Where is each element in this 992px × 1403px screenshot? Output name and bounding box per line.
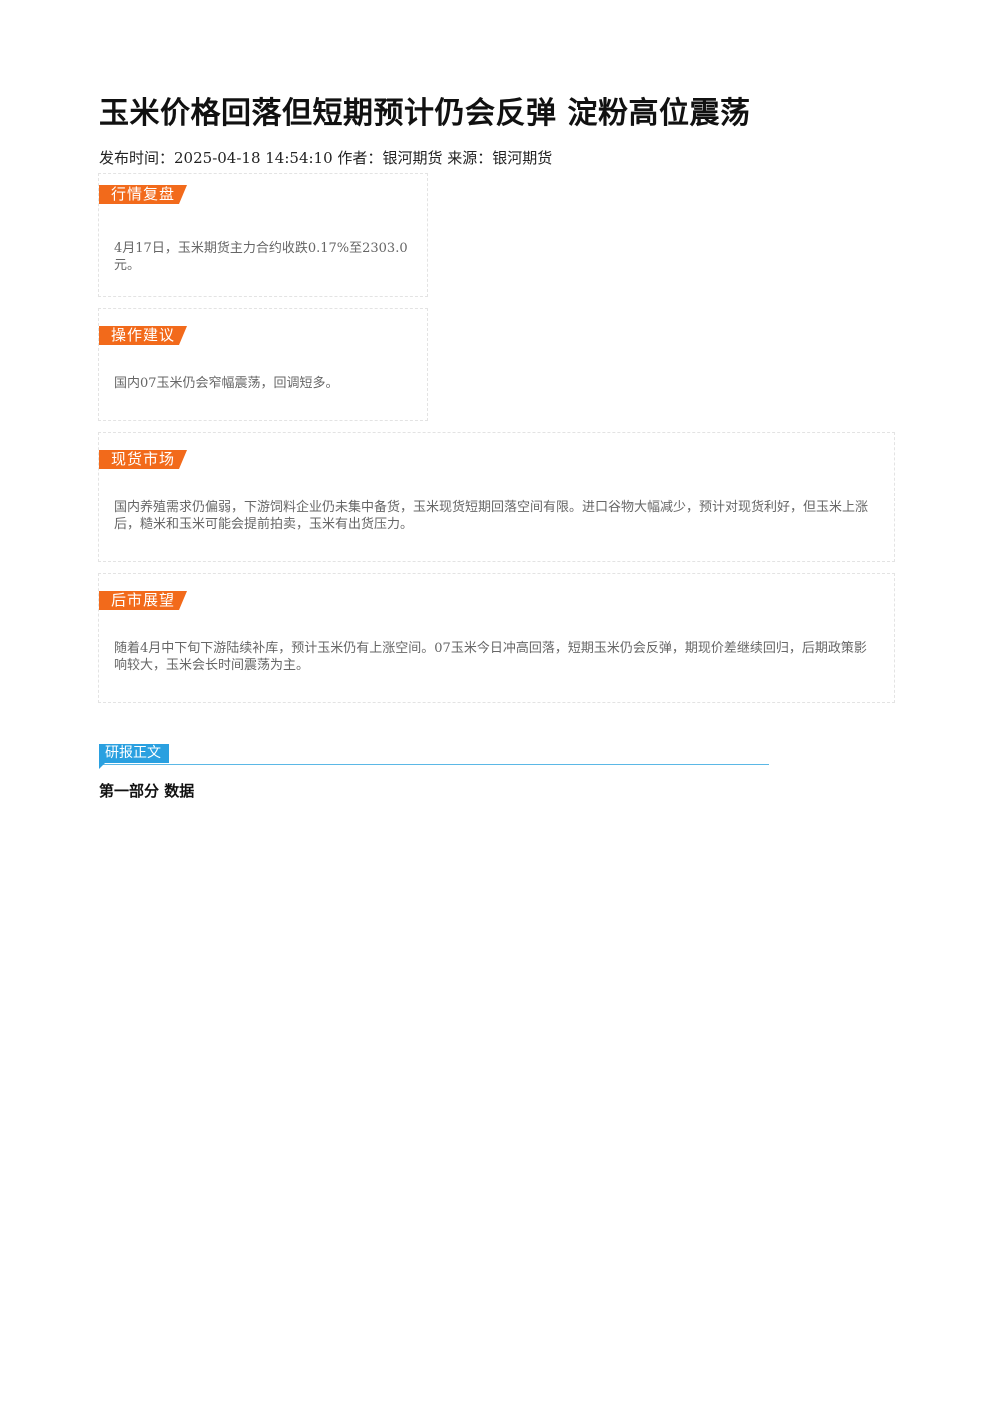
section-tag-label: 后市展望 — [99, 591, 179, 610]
section-tag-label: 现货市场 — [99, 450, 179, 469]
source-label: 来源： — [447, 149, 493, 167]
section-spot-market: 现货市场 国内养殖需求仍偏弱，下游饲料企业仍未集中备货，玉米现货短期回落空间有限… — [98, 432, 895, 562]
section-trading-advice: 操作建议 国内07玉米仍会窄幅震荡，回调短多。 — [98, 308, 428, 421]
section-tag-label: 操作建议 — [99, 326, 179, 345]
section-text: 国内养殖需求仍偏弱，下游饲料企业仍未集中备货，玉米现货短期回落空间有限。进口谷物… — [114, 500, 869, 532]
section-text: 随着4月中下旬下游陆续补库，预计玉米仍有上涨空间。07玉米今日冲高回落，短期玉米… — [114, 641, 867, 673]
section-tag: 行情复盘 — [99, 185, 187, 204]
report-tag: 研报正文 — [99, 744, 169, 763]
article-meta: 发布时间：2025-04-18 14:54:10 作者：银河期货 来源：银河期货 — [99, 147, 552, 168]
section-text: 4月17日，玉米期货主力合约收跌0.17%至2303.0元。 — [114, 241, 408, 273]
publish-label: 发布时间： — [99, 149, 175, 167]
part-heading: 第一部分 数据 — [99, 782, 195, 800]
author-name: 银河期货 — [382, 149, 443, 167]
section-market-review: 行情复盘 4月17日，玉米期货主力合约收跌0.17%至2303.0元。 — [98, 173, 428, 297]
source-name: 银河期货 — [492, 149, 553, 167]
tag-slant-decoration — [179, 450, 187, 469]
section-text: 国内07玉米仍会窄幅震荡，回调短多。 — [114, 376, 339, 391]
article-title: 玉米价格回落但短期预计仍会反弹 淀粉高位震荡 — [99, 96, 751, 131]
tag-slant-decoration — [179, 185, 187, 204]
section-outlook: 后市展望 随着4月中下旬下游陆续补库，预计玉米仍有上涨空间。07玉米今日冲高回落… — [98, 573, 895, 703]
tag-slant-decoration — [179, 591, 187, 610]
section-tag: 操作建议 — [99, 326, 187, 345]
tag-slant-decoration — [179, 326, 187, 345]
report-header: 研报正文 — [99, 744, 769, 769]
publish-time: 2025-04-18 14:54:10 — [174, 149, 333, 167]
section-tag: 后市展望 — [99, 591, 187, 610]
section-tag-label: 行情复盘 — [99, 185, 179, 204]
report-tag-corner-decoration — [99, 763, 105, 769]
author-label: 作者： — [337, 149, 383, 167]
section-tag: 现货市场 — [99, 450, 187, 469]
